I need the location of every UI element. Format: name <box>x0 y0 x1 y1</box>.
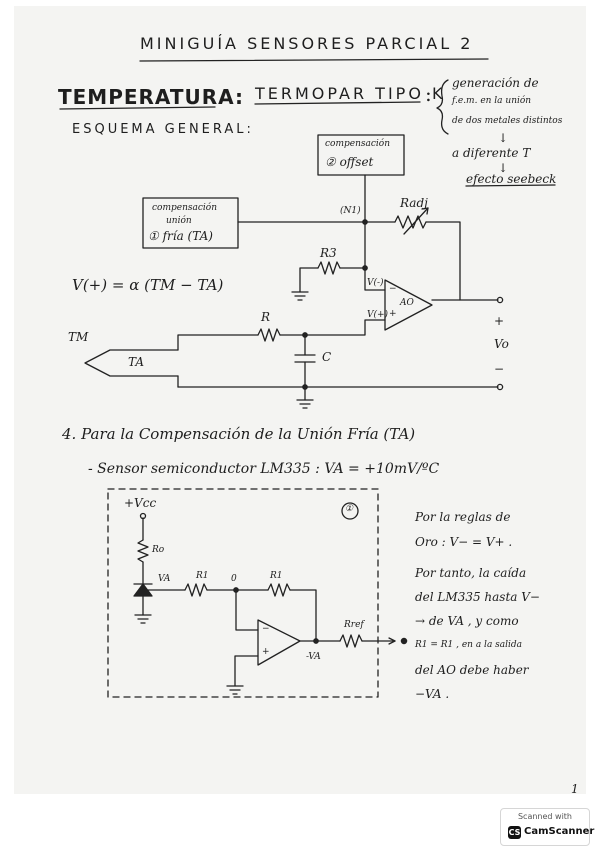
offset-box-line2: ② offset <box>325 155 374 169</box>
vcc-label: +Vcc <box>124 496 157 510</box>
node-zero-label: 0 <box>231 574 237 584</box>
explanation-line: Por tanto, la caída <box>415 566 527 580</box>
va-label: VA <box>158 574 171 584</box>
opamp2-plus-sign: + <box>262 647 270 657</box>
formula-vplus: V(+) = α (TM − TA) <box>72 276 224 294</box>
tm-label: TM <box>68 330 89 344</box>
explanation-line: del AO debe haber <box>415 663 529 677</box>
output-plus-sign: + <box>494 314 505 328</box>
page-number: 1 <box>571 782 579 796</box>
scheme-label: ESQUEMA GENERAL: <box>72 122 254 137</box>
page-title: MINIGUÍA SENSORES PARCIAL 2 <box>140 34 474 53</box>
node-n1-label: (N1) <box>340 206 361 216</box>
cold-junction-box-line3: ① fría (TA) <box>148 229 213 243</box>
circled-one: ① <box>345 504 354 514</box>
note-line: efecto seebeck <box>466 172 557 186</box>
explanation-line: Oro : V− = V+ . <box>415 535 513 549</box>
rref-label: Rref <box>344 620 364 630</box>
cold-junction-box-line1: compensación <box>152 203 217 213</box>
explanation-line: R1 = R1 , en a la salida <box>415 640 523 650</box>
note-line: f.e.m. en la unión <box>452 96 532 106</box>
note-arrow: ↓ <box>498 131 509 145</box>
opamp-minus-sign: − <box>389 284 397 294</box>
r1b-label: R1 <box>270 571 283 581</box>
c-label: C <box>322 350 332 364</box>
explanation-line: del LM335 hasta V− <box>415 590 540 604</box>
neg-va-label: -VA <box>306 652 321 662</box>
opamp-label: AO <box>400 298 414 308</box>
colon-mark: : <box>425 82 432 106</box>
r1a-label: R1 <box>196 571 209 581</box>
note-line: de dos metales distintos <box>452 116 563 126</box>
badge-brand-name: CamScanner <box>524 826 595 837</box>
vminus-label: V(-) <box>367 278 384 288</box>
r3-label: R3 <box>320 246 337 260</box>
cold-junction-box-line2: unión <box>166 216 192 226</box>
note-line: generación de <box>452 76 539 90</box>
opamp-plus-sign: + <box>389 309 397 319</box>
output-vo-label: Vo <box>494 337 509 351</box>
opamp2-minus-sign: − <box>262 624 270 634</box>
note-line: a diferente T <box>452 146 531 160</box>
sensor-line: - Sensor semiconductor LM335 : VA = +10m… <box>88 461 440 477</box>
badge-caption: Scanned with <box>517 812 573 821</box>
explanation-line: → de VA , y como <box>415 614 519 628</box>
section-heading-temperature: TEMPERATURA: <box>58 85 244 109</box>
offset-box-line1: compensación <box>325 139 390 149</box>
explanation-line: −VA . <box>415 687 450 701</box>
output-minus-sign: − <box>494 362 505 376</box>
note-arrow: ↓ <box>498 161 509 175</box>
section-subheading-thermocouple: TERMOPAR TIPO K <box>255 84 446 103</box>
explanation-line: Por la reglas de <box>415 510 511 524</box>
camscanner-logo-icon: CS <box>508 826 521 839</box>
radj-label: Radj <box>400 196 428 210</box>
camscanner-badge: Scanned with CS CamScanner <box>500 808 594 846</box>
ro-label: Ro <box>152 545 165 555</box>
section-4-title: 4. Para la Compensación de la Unión Fría… <box>62 425 416 443</box>
vplus-label: V(+) <box>367 310 389 320</box>
r-label: R <box>261 310 271 324</box>
ta-label: TA <box>128 355 145 369</box>
